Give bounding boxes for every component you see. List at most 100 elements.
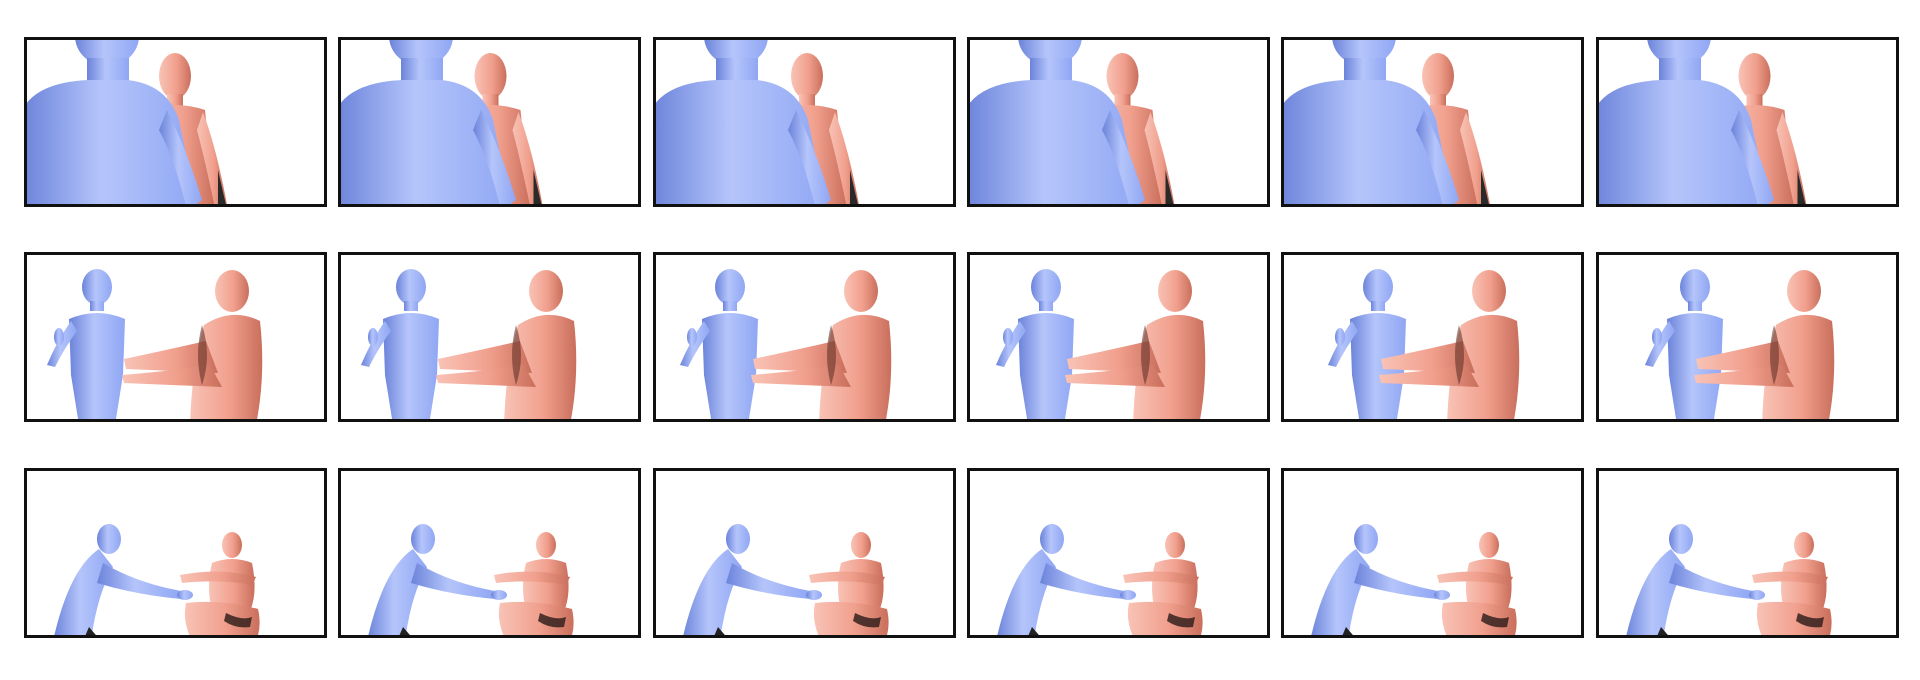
gesture-scene xyxy=(1328,269,1520,419)
person-a-figure xyxy=(970,40,1145,204)
render-image xyxy=(683,524,889,635)
shadow-detail xyxy=(714,627,725,635)
frame-hand-gesture-interaction-1 xyxy=(24,252,327,422)
shadow-detail xyxy=(1796,613,1824,628)
render-image xyxy=(1645,269,1835,419)
frame-closeup-torso-6 xyxy=(1596,37,1899,207)
gesture-scene xyxy=(996,269,1206,419)
person-a-figure xyxy=(54,524,193,635)
closeup-scene xyxy=(341,40,543,204)
frame-squat-reach-interaction-3 xyxy=(653,468,956,638)
frame-hand-gesture-interaction-5 xyxy=(1281,252,1584,422)
shadow-detail xyxy=(85,627,96,635)
person-b-figure xyxy=(1065,270,1206,419)
shadow-detail xyxy=(1167,613,1195,628)
person-a-figure xyxy=(1328,269,1406,419)
shadow-detail xyxy=(827,325,836,385)
squat-scene xyxy=(1626,524,1832,635)
gesture-scene xyxy=(47,269,263,419)
gesture-scene xyxy=(361,269,577,419)
frame-hand-gesture-interaction-4 xyxy=(967,252,1270,422)
shadow-detail xyxy=(538,613,566,628)
frame-squat-reach-interaction-4 xyxy=(967,468,1270,638)
render-image xyxy=(54,524,260,635)
render-image xyxy=(1311,524,1517,635)
squat-scene xyxy=(683,524,889,635)
gesture-scene xyxy=(680,269,892,419)
person-a-figure xyxy=(1599,40,1774,204)
person-a-figure xyxy=(1284,40,1459,204)
person-a-figure xyxy=(680,269,758,419)
person-b-figure xyxy=(1694,270,1835,419)
person-a-figure xyxy=(341,40,516,204)
frame-closeup-torso-3 xyxy=(653,37,956,207)
render-image xyxy=(1599,40,1807,204)
squat-scene xyxy=(1311,524,1517,635)
shadow-detail xyxy=(218,170,226,204)
squat-scene xyxy=(997,524,1203,635)
closeup-scene xyxy=(970,40,1175,204)
frame-hand-gesture-interaction-6 xyxy=(1596,252,1899,422)
person-b-figure xyxy=(1437,532,1517,635)
shadow-detail xyxy=(198,325,207,385)
person-b-figure xyxy=(436,270,577,419)
person-a-figure xyxy=(997,524,1136,635)
person-b-figure xyxy=(1123,532,1203,635)
person-a-figure xyxy=(1645,269,1723,419)
squat-scene xyxy=(54,524,260,635)
frame-closeup-torso-1 xyxy=(24,37,327,207)
shadow-detail xyxy=(853,613,881,628)
closeup-scene xyxy=(27,40,227,204)
person-a-figure xyxy=(683,524,822,635)
shadow-detail xyxy=(1141,325,1150,385)
shadow-detail xyxy=(1455,325,1464,385)
person-a-figure xyxy=(368,524,507,635)
shadow-detail xyxy=(1770,325,1779,385)
shadow-detail xyxy=(1028,627,1039,635)
person-a-figure xyxy=(361,269,439,419)
frame-closeup-torso-4 xyxy=(967,37,1270,207)
person-a-figure xyxy=(1626,524,1765,635)
render-image xyxy=(27,40,227,204)
shadow-detail xyxy=(512,325,521,385)
shadow-detail xyxy=(399,627,410,635)
person-a-figure xyxy=(996,269,1074,419)
render-image xyxy=(47,269,263,419)
shadow-detail xyxy=(1657,627,1668,635)
shadow-detail xyxy=(1481,613,1509,628)
closeup-scene xyxy=(1599,40,1807,204)
person-b-figure xyxy=(122,270,263,419)
squat-scene xyxy=(368,524,574,635)
closeup-scene xyxy=(656,40,859,204)
frame-closeup-torso-5 xyxy=(1281,37,1584,207)
frame-squat-reach-interaction-2 xyxy=(338,468,641,638)
frame-closeup-torso-2 xyxy=(338,37,641,207)
render-image xyxy=(996,269,1206,419)
render-image xyxy=(970,40,1175,204)
frame-hand-gesture-interaction-3 xyxy=(653,252,956,422)
render-image xyxy=(997,524,1203,635)
render-image xyxy=(1328,269,1520,419)
frame-squat-reach-interaction-5 xyxy=(1281,468,1584,638)
render-image xyxy=(341,40,543,204)
render-image xyxy=(656,40,859,204)
render-image xyxy=(680,269,892,419)
render-image xyxy=(1284,40,1490,204)
person-b-figure xyxy=(751,270,892,419)
frame-squat-reach-interaction-6 xyxy=(1596,468,1899,638)
person-b-figure xyxy=(809,532,889,635)
person-a-figure xyxy=(1311,524,1450,635)
render-image xyxy=(368,524,574,635)
frame-squat-reach-interaction-1 xyxy=(24,468,327,638)
person-a-figure xyxy=(656,40,831,204)
shadow-detail xyxy=(1342,627,1353,635)
person-b-figure xyxy=(1379,270,1520,419)
render-image xyxy=(361,269,577,419)
person-a-figure xyxy=(47,269,125,419)
frame-hand-gesture-interaction-2 xyxy=(338,252,641,422)
person-a-figure xyxy=(27,40,202,204)
closeup-scene xyxy=(1284,40,1490,204)
render-image xyxy=(1626,524,1832,635)
shadow-detail xyxy=(224,613,252,628)
